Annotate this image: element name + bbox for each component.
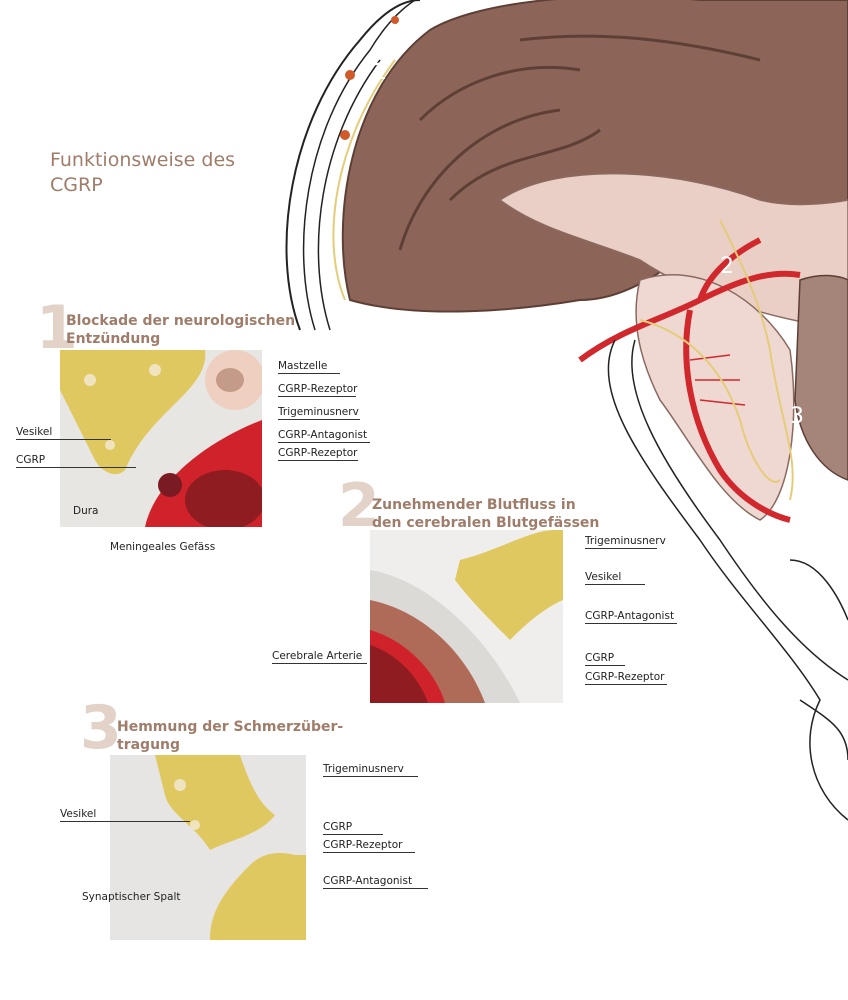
panel-1-illustration — [60, 350, 262, 527]
panel-1-number: 1 — [36, 293, 78, 363]
label-cgrp-antagonist-2: CGRP-Antagonist — [585, 610, 677, 624]
panel-2-title-line2: den cerebralen Blutgefässen — [372, 515, 600, 531]
panel-3-title-line1: Hemmung der Schmerzüber- — [117, 719, 344, 735]
label-cgrp-rezeptor-2: CGRP-Rezeptor — [278, 447, 358, 461]
label-vesikel-2: Vesikel — [585, 571, 645, 585]
panel-3-title-line2: tragung — [117, 737, 181, 753]
brain-marker-1: 1 — [373, 60, 387, 85]
label-cgrp-2: CGRP — [585, 652, 625, 666]
label-cgrp-antagonist-1: CGRP-Antagonist — [278, 429, 370, 443]
cerebral-artery-lumen — [370, 645, 428, 703]
label-cgrp-1: CGRP — [16, 454, 136, 468]
panel-2-title: Zunehmender Blutfluss in den cerebralen … — [372, 496, 599, 532]
label-trigeminusnerv-3: Trigeminusnerv — [323, 763, 418, 777]
presynaptic-neuron — [155, 755, 275, 850]
corpus-callosum — [498, 172, 848, 331]
trigeminus-nerve-shape — [455, 530, 563, 640]
trigeminus-nerve-shape — [60, 350, 206, 475]
label-cgrp-3: CGRP — [323, 821, 383, 835]
label-dura: Dura — [73, 505, 99, 517]
brain-marker-2: 2 — [720, 254, 734, 279]
postsynaptic-neuron — [210, 853, 306, 940]
label-synaptischer-spalt: Synaptischer Spalt — [82, 891, 181, 903]
label-cgrp-rezeptor-1: CGRP-Rezeptor — [278, 383, 358, 397]
label-vesikel-3: Vesikel — [60, 808, 190, 822]
panel-1-title-line2: Entzündung — [66, 331, 161, 347]
panel-2-illustration — [370, 530, 563, 703]
label-vesikel-1: Vesikel — [16, 426, 111, 440]
panel-3-title: Hemmung der Schmerzüber- tragung — [117, 718, 343, 754]
label-trigeminusnerv-1: Trigeminusnerv — [278, 406, 360, 420]
panel-2-title-line1: Zunehmender Blutfluss in — [372, 497, 576, 513]
label-cgrp-antagonist-3: CGRP-Antagonist — [323, 875, 428, 889]
brain-marker-3: 3 — [790, 404, 804, 429]
label-cgrp-rezeptor-4: CGRP-Rezeptor — [323, 839, 415, 853]
label-trigeminusnerv-2: Trigeminusnerv — [585, 535, 666, 549]
panel-3-illustration — [110, 755, 306, 940]
panel-1-title: Blockade der neurologischen Entzündung — [66, 312, 295, 348]
cerebellum — [794, 274, 848, 481]
panel-1-title-line1: Blockade der neurologischen — [66, 313, 296, 329]
label-cgrp-rezeptor-3: CGRP-Rezeptor — [585, 671, 667, 685]
label-mastzelle: Mastzelle — [278, 360, 340, 374]
panel-3-number: 3 — [80, 693, 122, 763]
panel-2-number: 2 — [338, 471, 380, 541]
page-title: Funktionsweise des CGRP — [50, 149, 236, 196]
label-cerebrale-arterie: Cerebrale Arterie — [272, 650, 367, 664]
label-meningeales-gefaess: Meningeales Gefäss — [110, 541, 216, 553]
